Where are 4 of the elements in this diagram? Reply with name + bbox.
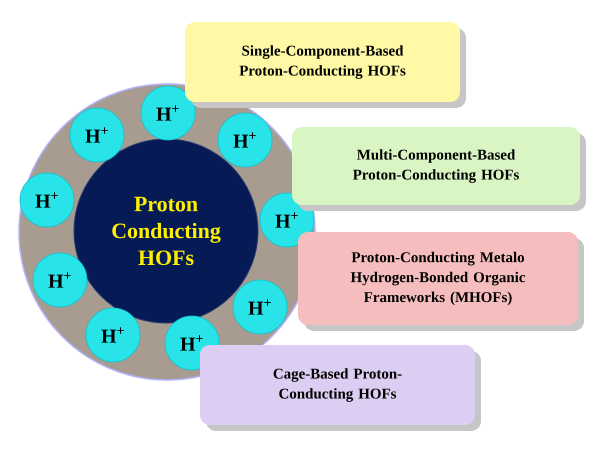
category-box: Proton-Conducting Metalo Hydrogen-Bonded Organic Frameworks (MHOFs) xyxy=(298,232,584,331)
category-box: Single-Component-Based Proton-Conducting HOFs xyxy=(185,22,466,108)
category-box: Cage-Based Proton-Conducting HOFs xyxy=(200,344,481,431)
category-box: Multi-Component-Based Proton-Conducting HOFs xyxy=(292,126,586,211)
